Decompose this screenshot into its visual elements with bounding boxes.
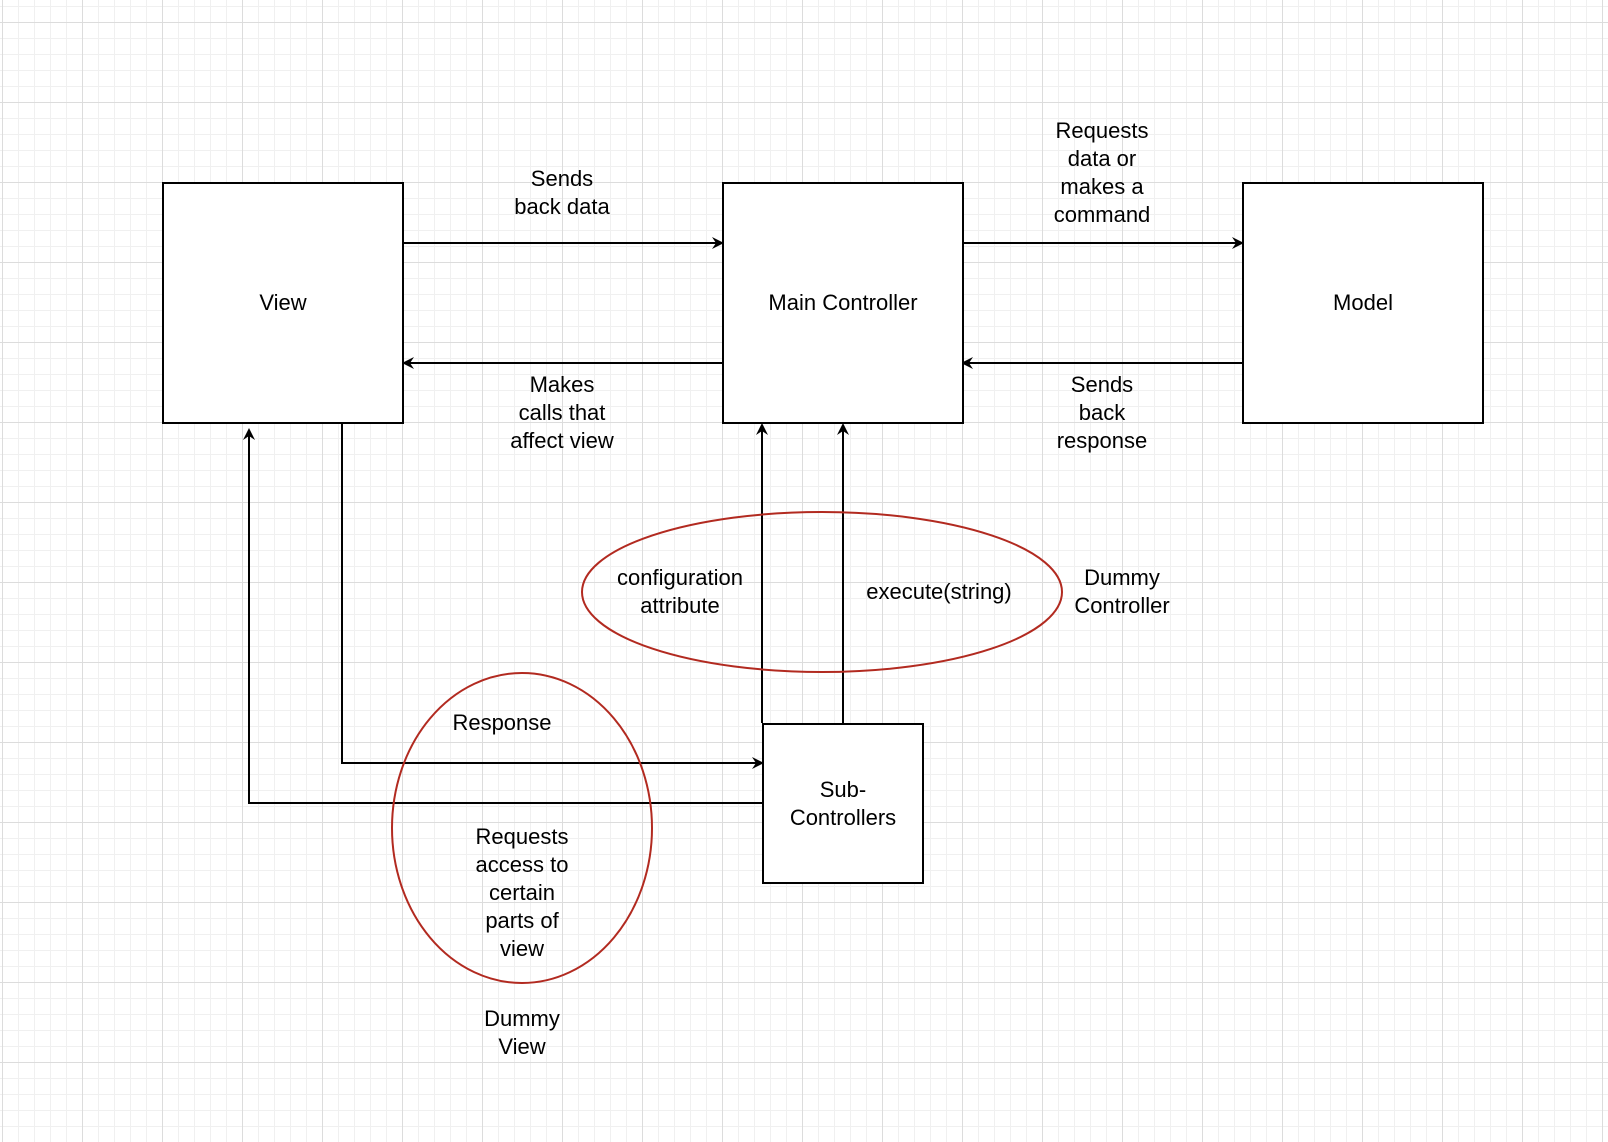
label-main-to-view: Makes calls that affect view (510, 372, 614, 453)
main-controller-node[interactable]: Main Controller (722, 182, 964, 424)
label-model-to-main: Sends back response (1056, 372, 1148, 453)
dummy-view-ellipse (391, 672, 653, 984)
label-requests-access: Requests access to certain parts of view (475, 824, 569, 961)
label-configuration: configuration attribute (617, 565, 743, 618)
model-node[interactable]: Model (1242, 182, 1484, 424)
view-label: View (259, 290, 307, 315)
label-dummy-controller: Dummy Controller (1074, 565, 1170, 618)
dummy-controller-ellipse (581, 511, 1063, 673)
edge-response[interactable] (341, 423, 764, 769)
sub-controllers-label: Sub- Controllers (789, 776, 897, 830)
label-main-to-model: Requests data or makes a command (1053, 118, 1151, 227)
label-view-to-main: Sends back data (514, 166, 610, 219)
edge-requests-access[interactable] (243, 428, 762, 804)
model-label: Model (1333, 290, 1393, 315)
label-execute: execute(string) (866, 579, 1012, 604)
sub-controllers-node[interactable]: Sub- Controllers (762, 723, 924, 884)
label-dummy-view: Dummy View (484, 1006, 560, 1059)
view-node[interactable]: View (162, 182, 404, 424)
main-controller-label: Main Controller (768, 290, 918, 315)
label-response: Response (452, 710, 552, 735)
